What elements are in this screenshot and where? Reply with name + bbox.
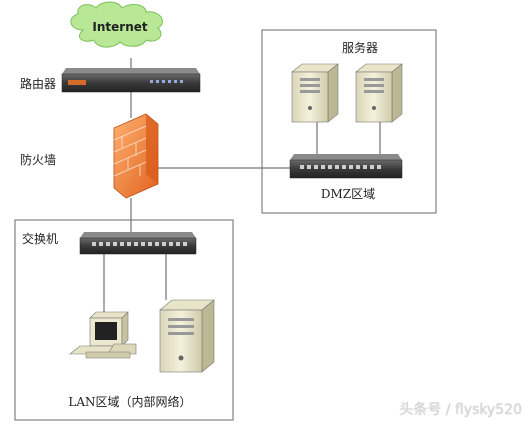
server-group-label: 服务器 [342, 40, 378, 55]
dmz-label: DMZ区域 [321, 187, 375, 201]
router-label: 路由器 [20, 76, 56, 91]
connection-lines [103, 58, 381, 315]
lan-server-icon [159, 299, 215, 373]
pc-icon [69, 311, 137, 359]
dmz-region-box [261, 29, 437, 214]
router-icon [61, 68, 201, 93]
internet-cloud-icon: Internet [70, 1, 163, 48]
internet-label: Internet [92, 20, 147, 34]
lan-switch-icon [79, 232, 197, 255]
server-icon [355, 63, 403, 123]
firewall-label: 防火墙 [20, 152, 56, 167]
switch-label: 交换机 [22, 231, 58, 246]
lan-region-box [14, 219, 234, 421]
watermark: 头条号 / flysky520 [399, 402, 522, 418]
firewall-icon [113, 113, 159, 199]
dmz-switch-icon [289, 154, 403, 179]
server-icon [291, 63, 339, 123]
lan-label: LAN区域（内部网络） [68, 394, 191, 409]
